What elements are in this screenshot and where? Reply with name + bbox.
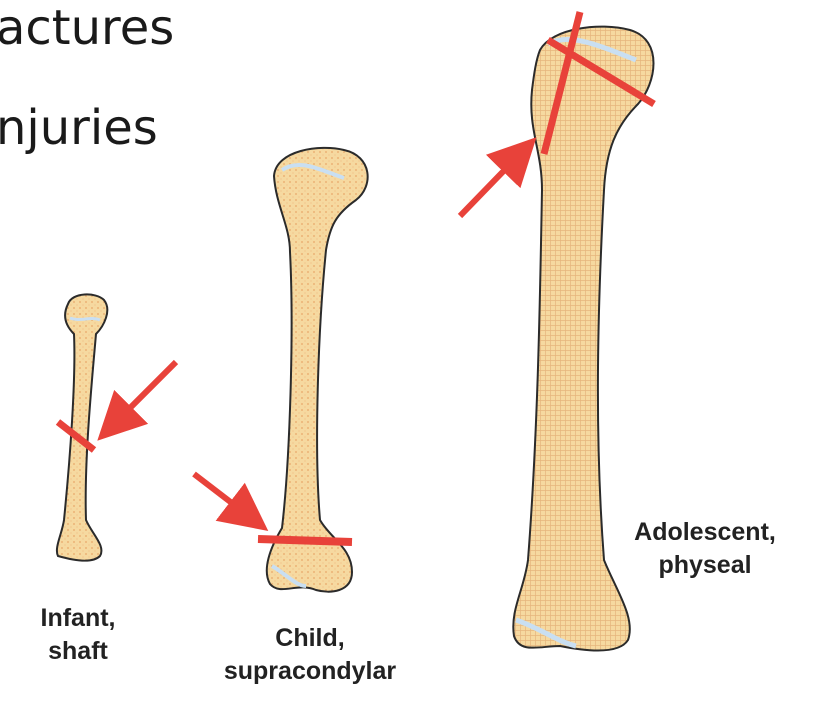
child-bone bbox=[258, 148, 368, 592]
caption-child: Child, supracondylar bbox=[180, 622, 440, 687]
caption-adolescent: Adolescent, physeal bbox=[600, 516, 810, 581]
fracture-arrow bbox=[194, 474, 254, 520]
caption-line: supracondylar bbox=[180, 655, 440, 688]
caption-line: Adolescent, bbox=[600, 516, 810, 549]
infant-bone bbox=[57, 294, 107, 560]
growth-plate bbox=[70, 318, 100, 320]
caption-infant: Infant, shaft bbox=[18, 602, 138, 667]
fracture-arrow bbox=[460, 150, 524, 216]
caption-line: shaft bbox=[18, 635, 138, 668]
fracture-arrow bbox=[110, 362, 176, 428]
caption-line: physeal bbox=[600, 549, 810, 582]
fracture-line bbox=[258, 539, 352, 542]
caption-line: Child, bbox=[180, 622, 440, 655]
caption-line: Infant, bbox=[18, 602, 138, 635]
